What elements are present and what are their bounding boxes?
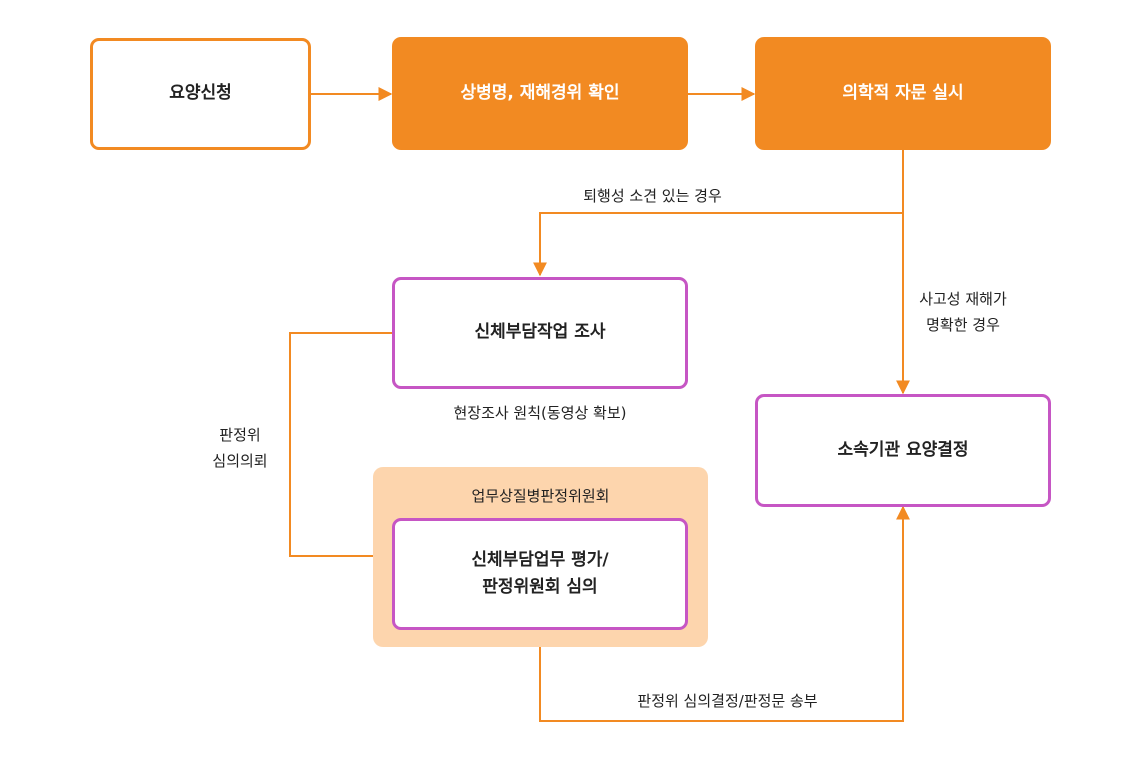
- degenerative-label: 퇴행성 소견 있는 경우: [583, 187, 722, 205]
- decision-node: 소속기관 요양결정: [755, 394, 1051, 507]
- committee-title: 업무상질병판정위원회: [471, 487, 610, 505]
- request-label-line2: 심의의뢰: [212, 452, 268, 471]
- evaluation-node: 신체부담업무 평가/ 판정위원회 심의: [392, 518, 688, 630]
- evaluation-label-line1: 신체부담업무 평가/: [471, 549, 609, 570]
- accident-label: 사고성 재해가 명확한 경우: [893, 286, 1033, 339]
- survey-node: 신체부담작업 조사: [392, 277, 688, 389]
- consult-label: 의학적 자문 실시: [842, 82, 964, 103]
- confirm-label: 상병명, 재해경위 확인: [460, 82, 620, 103]
- accident-label-line2: 명확한 경우: [926, 316, 1000, 335]
- confirm-node: 상병명, 재해경위 확인: [392, 37, 688, 150]
- apply-node: 요양신청: [90, 38, 311, 150]
- decision-label: 소속기관 요양결정: [837, 439, 969, 460]
- arrow-committee-to-decision: [539, 505, 910, 722]
- onsite-label: 현장조사 원칙(동영상 확보): [453, 404, 627, 422]
- survey-label: 신체부담작업 조사: [474, 322, 606, 343]
- evaluation-label-line2: 판정위원회 심의: [482, 577, 598, 597]
- accident-label-line1: 사고성 재해가: [919, 290, 1007, 308]
- apply-label: 요양신청: [169, 83, 232, 104]
- request-label-line1: 판정위: [219, 426, 261, 444]
- request-label: 판정위 심의의뢰: [185, 422, 295, 475]
- consult-node: 의학적 자문 실시: [755, 37, 1051, 150]
- result-label: 판정위 심의결정/판정문 송부: [637, 692, 818, 710]
- arrow-degenerative-to-survey: [533, 212, 903, 277]
- line-survey-to-committee: [289, 332, 392, 557]
